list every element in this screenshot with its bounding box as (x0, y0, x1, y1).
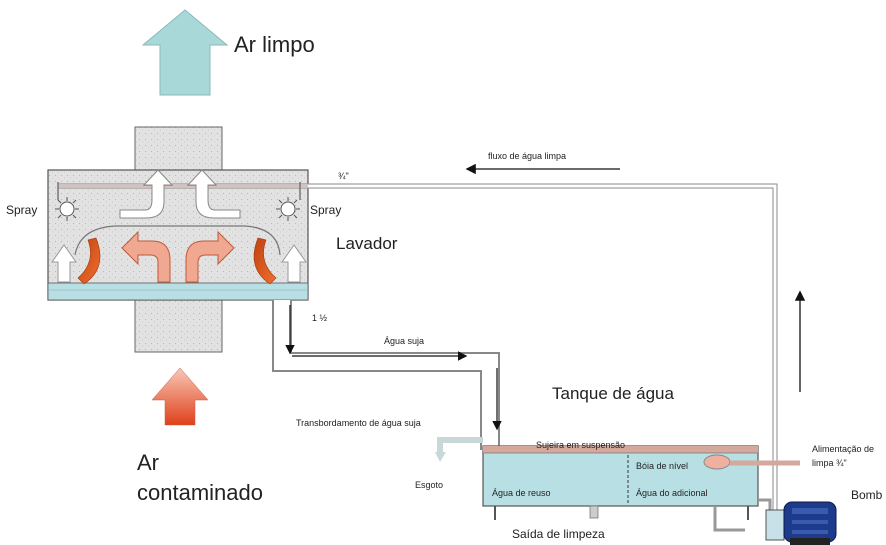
white-side-arrow-right (281, 244, 307, 283)
contaminated-air-arrow (151, 367, 209, 426)
red-curved-arrow-right (185, 230, 235, 283)
clean-air-label: Ar limpo (234, 32, 315, 57)
circulation-curve (74, 225, 281, 256)
upper-duct (134, 126, 223, 171)
clean-feed-label-line2: limpa ¾" (812, 458, 847, 468)
pump-label: Bomb (851, 488, 883, 502)
cleaning-outlet-label: Saída de limpeza (512, 527, 605, 541)
additional-water-label: Água do adicional (636, 488, 708, 498)
overflow-pipe (437, 437, 483, 455)
washer-label: Lavador (336, 234, 398, 253)
sewer-label: Esgoto (415, 480, 444, 490)
suspended-dirt-label: Sujeira em suspensão (536, 440, 626, 450)
clean-water-flow-label: fluxo de água limpa (488, 151, 567, 161)
level-float-icon (703, 454, 731, 470)
spray-right-icon (276, 197, 300, 221)
reuse-water-label: Água de reuso (492, 488, 551, 498)
water-tank-label: Tanque de água (552, 384, 674, 403)
washer-water-layer (47, 282, 309, 301)
pump-icon (765, 501, 837, 545)
cleaning-outlet-pipe (589, 505, 599, 519)
white-curved-arrow-right (186, 169, 241, 219)
dirty-water-label: Água suja (384, 336, 425, 346)
red-curved-arrow-left (121, 230, 171, 283)
spray-left-label: Spray (6, 203, 38, 217)
level-float-label: Bóia de nível (636, 461, 689, 471)
spray-right-label: Spray (310, 203, 342, 217)
pipe-size-top-label: ¾" (338, 171, 349, 181)
contaminated-air-label-line1: Ar (137, 450, 159, 475)
orange-curl-left (77, 237, 101, 285)
white-curved-arrow-left (119, 169, 174, 219)
white-side-arrow-left (51, 244, 77, 283)
overflow-label: Transbordamento de água suja (296, 418, 421, 428)
orange-curl-right (253, 237, 277, 285)
spray-left-icon (55, 197, 79, 221)
lower-duct (134, 299, 223, 353)
pipe-size-drain-label: 1 ½ (312, 313, 328, 323)
clean-air-arrow (141, 9, 229, 96)
contaminated-air-label-line2: contaminado (137, 480, 263, 505)
clean-feed-label-line1: Alimentação de (812, 444, 875, 454)
dirt-layer (483, 446, 758, 453)
